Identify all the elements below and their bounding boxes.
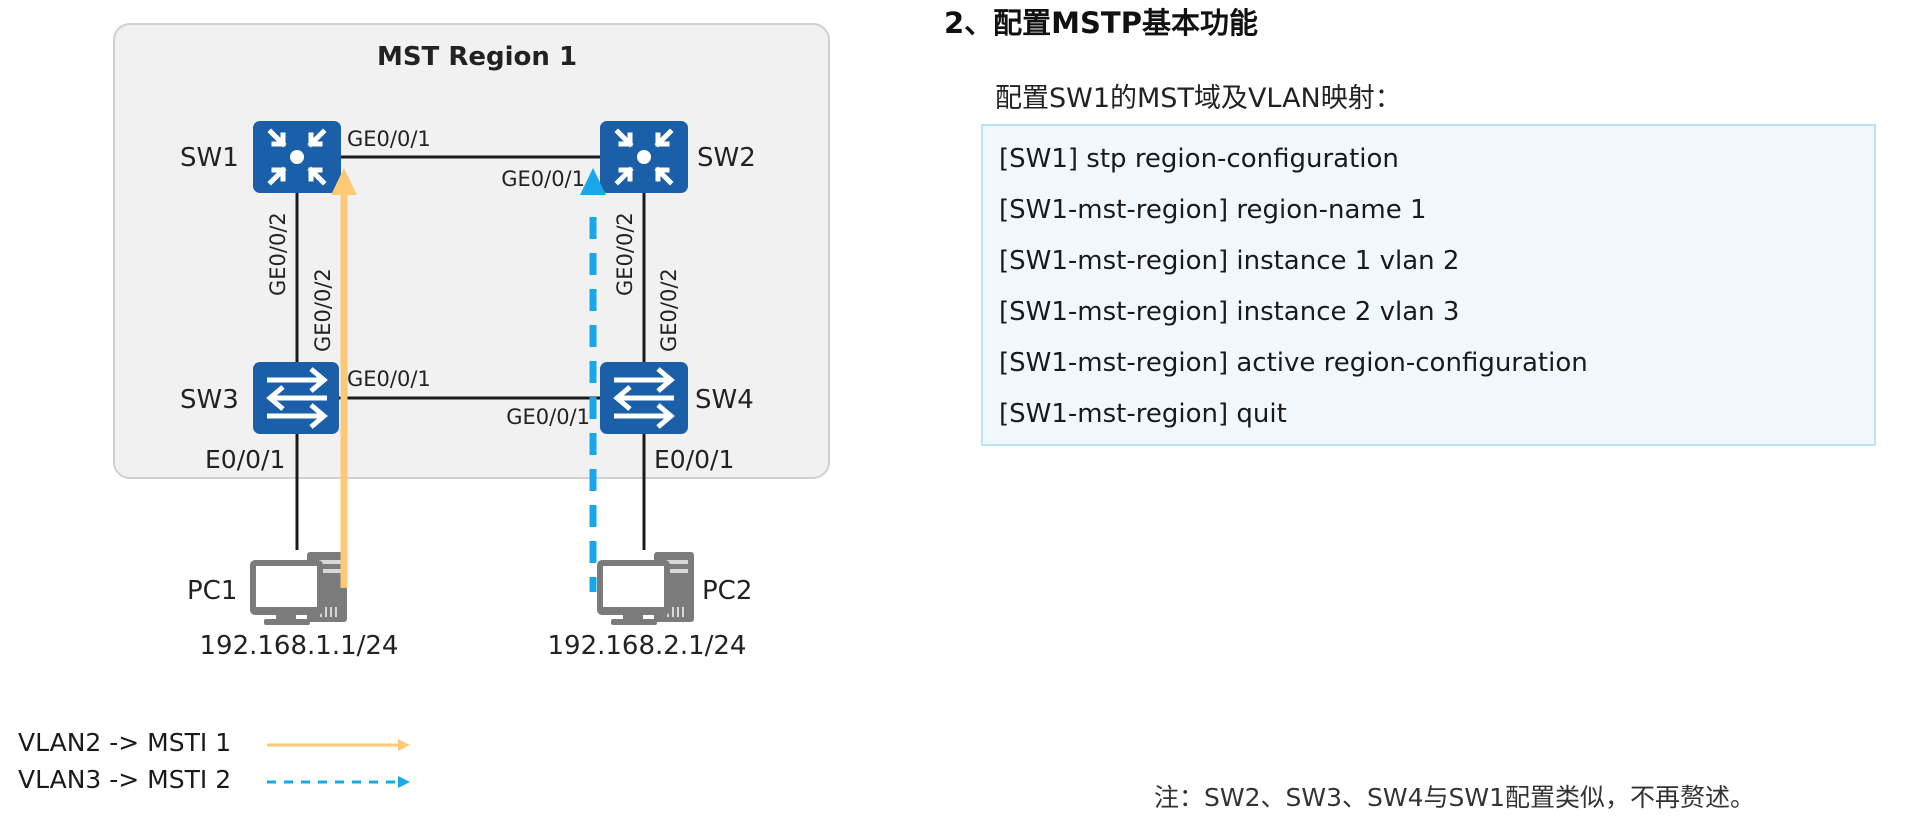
code-line: [SW1-mst-region] instance 1 vlan 2: [999, 246, 1460, 276]
sw3-access-switch-icon: [253, 362, 339, 434]
sw1-label: SW1: [180, 143, 239, 173]
pc1-computer-icon: [250, 552, 347, 625]
code-line: [SW1-mst-region] quit: [999, 399, 1287, 429]
port-sw4-ge001: GE0/0/1: [506, 405, 590, 429]
port-sw4-ge002: GE0/0/2: [657, 268, 681, 352]
sw2-label: SW2: [697, 143, 756, 173]
legend-item-msti2: VLAN3 -> MSTI 2: [18, 765, 232, 794]
legend-msti1-arrowhead-icon: [398, 739, 410, 751]
region-title: MST Region 1: [377, 42, 577, 72]
code-line: [SW1-mst-region] instance 2 vlan 3: [999, 297, 1460, 327]
pc1-ip-address: 192.168.1.1/24: [200, 631, 399, 661]
sw2-core-switch-icon: [600, 121, 688, 193]
pc1-label: PC1: [187, 576, 237, 606]
port-sw4-e001: E0/0/1: [654, 445, 734, 474]
pc2-label: PC2: [702, 576, 752, 606]
section-title: 2、配置MSTP基本功能: [944, 6, 1258, 40]
code-block: [SW1] stp region-configuration [SW1-mst-…: [981, 124, 1876, 446]
port-sw3-ge002: GE0/0/2: [311, 268, 335, 352]
msti2-arrowhead-icon: [580, 168, 606, 195]
port-sw2-ge002: GE0/0/2: [613, 212, 637, 296]
sw3-label: SW3: [180, 385, 239, 415]
port-sw3-e001: E0/0/1: [205, 445, 285, 474]
port-sw2-ge001: GE0/0/1: [501, 167, 585, 191]
port-sw3-ge001: GE0/0/1: [347, 367, 431, 391]
sw1-core-switch-icon: [253, 121, 341, 193]
legend-item-msti1: VLAN2 -> MSTI 1: [18, 728, 232, 757]
port-sw1-ge002: GE0/0/2: [266, 212, 290, 296]
subtitle: 配置SW1的MST域及VLAN映射：: [995, 83, 1402, 114]
network-topology-diagram: MST Region 1 SW1 SW2 SW3 SW4 PC1 PC2 192…: [113, 23, 830, 788]
port-sw1-ge001: GE0/0/1: [347, 127, 431, 151]
pc2-computer-icon: [597, 552, 694, 625]
legend-msti2-arrowhead-icon: [398, 776, 410, 788]
footnote: 注：SW2、SW3、SW4与SW1配置类似，不再赘述。: [1154, 783, 1755, 812]
sw4-label: SW4: [695, 385, 754, 415]
sw4-access-switch-icon: [600, 362, 688, 434]
code-line: [SW1] stp region-configuration: [999, 144, 1399, 174]
code-line: [SW1-mst-region] active region-configura…: [999, 348, 1588, 378]
code-line: [SW1-mst-region] region-name 1: [999, 195, 1427, 225]
pc2-ip-address: 192.168.2.1/24: [548, 631, 747, 661]
msti1-arrowhead-icon: [331, 168, 357, 195]
